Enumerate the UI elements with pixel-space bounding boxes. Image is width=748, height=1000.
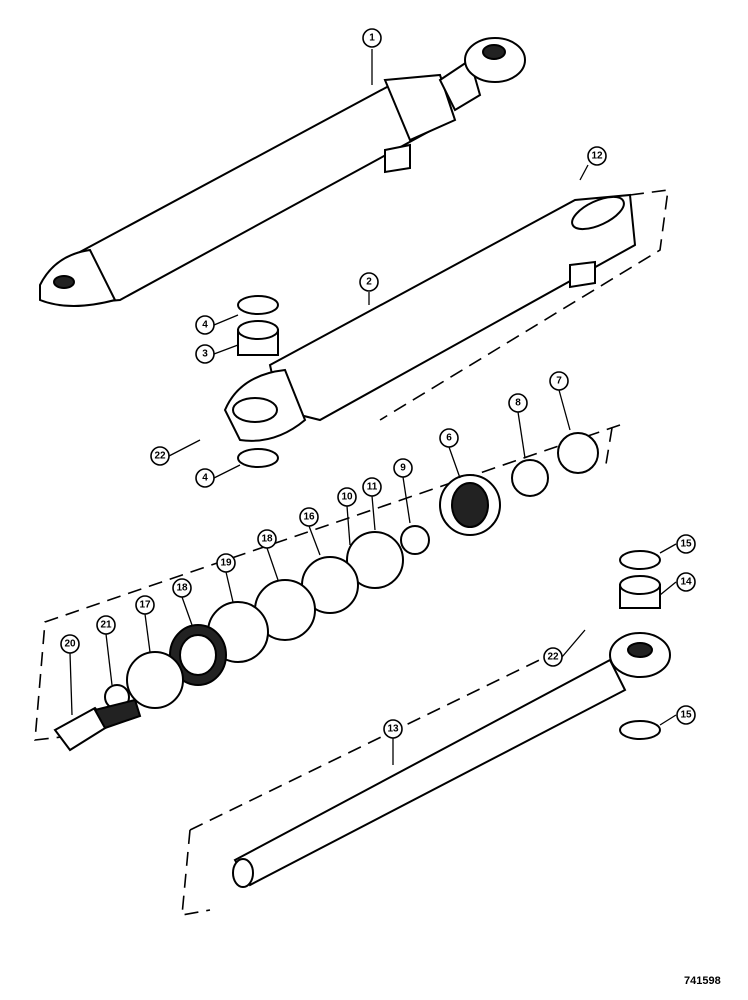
svg-text:22: 22 — [547, 652, 559, 663]
callout-15-lower: 15 — [676, 705, 696, 725]
callout-7: 7 — [549, 371, 569, 391]
callout-9: 9 — [393, 458, 413, 478]
callout-19: 19 — [216, 553, 236, 573]
svg-text:4: 4 — [202, 473, 208, 484]
svg-text:11: 11 — [367, 482, 378, 493]
callout-17: 17 — [135, 595, 155, 615]
callout-18-right: 18 — [257, 529, 277, 549]
svg-text:13: 13 — [387, 724, 399, 735]
callout-12: 12 — [587, 146, 607, 166]
callout-15-upper: 15 — [676, 534, 696, 554]
callout-10: 10 — [337, 487, 357, 507]
svg-text:7: 7 — [556, 376, 562, 387]
svg-text:2: 2 — [366, 277, 372, 288]
callout-2: 2 — [359, 272, 379, 292]
callout-21: 21 — [96, 615, 116, 635]
svg-text:8: 8 — [515, 398, 521, 409]
figure-number: 741598 — [684, 975, 721, 987]
callout-11: 11 — [362, 477, 382, 497]
svg-text:19: 19 — [220, 558, 232, 569]
callout-14: 14 — [676, 572, 696, 592]
callout-3: 3 — [195, 344, 215, 364]
svg-text:15: 15 — [680, 710, 692, 721]
leader-lines — [69, 49, 677, 765]
svg-text:9: 9 — [400, 463, 406, 474]
dashed-assembly-lines — [34, 189, 669, 916]
callout-20: 20 — [60, 634, 80, 654]
svg-text:18: 18 — [261, 534, 273, 545]
svg-text:6: 6 — [446, 433, 452, 444]
svg-text:18: 18 — [176, 583, 188, 594]
svg-text:20: 20 — [64, 639, 76, 650]
svg-text:21: 21 — [100, 620, 112, 631]
svg-text:10: 10 — [341, 492, 353, 503]
svg-text:15: 15 — [680, 539, 692, 550]
callout-8: 8 — [508, 393, 528, 413]
cylinder-assembly — [39, 37, 526, 307]
barrel-part — [223, 193, 637, 442]
seal-and-packing-parts — [53, 295, 599, 752]
svg-text:14: 14 — [680, 577, 692, 588]
callout-13: 13 — [383, 719, 403, 739]
svg-text:1: 1 — [369, 33, 375, 44]
callout-22-upper: 22 — [150, 446, 170, 466]
svg-text:22: 22 — [154, 451, 166, 462]
svg-text:3: 3 — [202, 349, 208, 360]
callout-6: 6 — [439, 428, 459, 448]
callout-1: 1 — [362, 28, 382, 48]
svg-text:4: 4 — [202, 320, 208, 331]
svg-text:16: 16 — [303, 512, 315, 523]
svg-text:17: 17 — [139, 600, 151, 611]
callout-4-lower: 4 — [195, 468, 215, 488]
callout-4-upper: 4 — [195, 315, 215, 335]
piston-rod — [232, 550, 671, 888]
svg-text:12: 12 — [591, 151, 603, 162]
callout-16: 16 — [299, 507, 319, 527]
callout-18-left: 18 — [172, 578, 192, 598]
callout-22-lower: 22 — [543, 647, 563, 667]
